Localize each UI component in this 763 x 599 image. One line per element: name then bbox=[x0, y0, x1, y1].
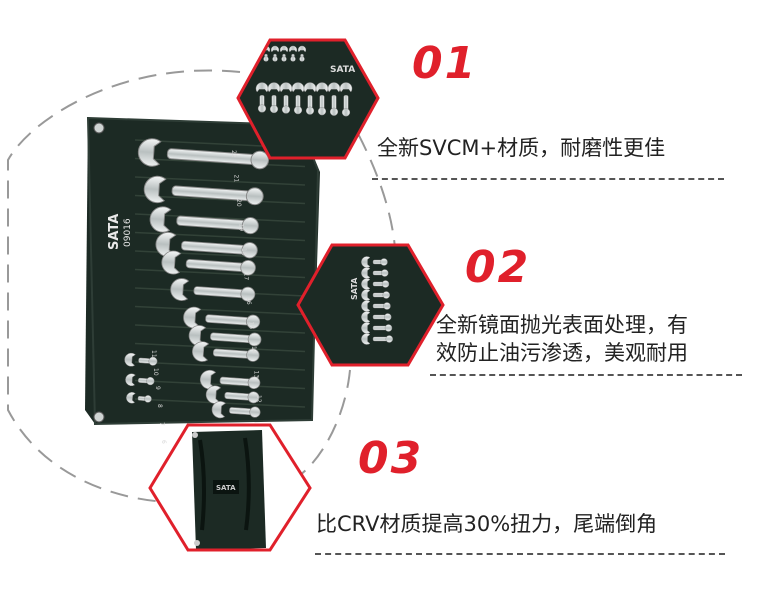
pocket-size-label: 10 bbox=[152, 368, 159, 376]
wrench bbox=[280, 45, 288, 62]
wrench bbox=[125, 373, 155, 386]
wrench bbox=[161, 250, 256, 276]
hex3-logo: SATA bbox=[216, 484, 236, 492]
divider-03 bbox=[315, 553, 725, 555]
wrench bbox=[315, 82, 329, 116]
wrench bbox=[192, 341, 260, 362]
wrench bbox=[211, 401, 261, 419]
wrench bbox=[188, 325, 262, 347]
wrench-roll-pouch: SATA 09016 22 21 20 19 18 17 16 15 14 13 12 11 10 9 8 7… bbox=[85, 116, 320, 444]
pocket-size-label: 20 bbox=[235, 199, 242, 207]
wrench bbox=[155, 231, 258, 259]
pocket-size-label: 21 bbox=[233, 175, 240, 183]
wrench bbox=[279, 82, 293, 114]
wrench bbox=[124, 352, 158, 367]
feature-text-02-line1: 全新镜面抛光表面处理，有 bbox=[436, 313, 688, 337]
pocket-size-label: 18 bbox=[240, 248, 247, 256]
hex2-logo: SATA bbox=[350, 277, 359, 300]
pocket-size-label: 22 bbox=[230, 150, 237, 158]
wrench bbox=[361, 322, 393, 334]
feature-text-03: 比CRV材质提高30%扭力，尾端倒角 bbox=[316, 512, 658, 536]
wrench bbox=[289, 45, 297, 62]
dashed-circle-outline bbox=[7, 69, 241, 504]
pocket-size-label: 11 bbox=[150, 350, 157, 358]
wrench bbox=[143, 175, 264, 206]
feature-number-01: 01 bbox=[412, 38, 478, 89]
pocket-size-label: 13 bbox=[253, 371, 260, 379]
pocket-size-label: 17 bbox=[243, 273, 250, 281]
wrench bbox=[361, 278, 390, 290]
hexagon-closeup-03: SATA bbox=[148, 423, 312, 552]
wrench-set bbox=[124, 138, 270, 419]
wrench bbox=[271, 45, 279, 62]
wrench bbox=[255, 82, 269, 113]
wrench bbox=[137, 138, 270, 170]
hexagon-closeup-01: SATA bbox=[236, 38, 380, 160]
wrench bbox=[361, 333, 393, 345]
pocket-size-labels: 22 21 20 19 18 17 16 15 14 13 12 11 10 9 8 7 6 bbox=[150, 150, 262, 444]
pocket-size-label: 14 bbox=[250, 346, 257, 354]
wrench bbox=[149, 206, 259, 235]
brand-logo: SATA bbox=[107, 214, 122, 250]
wrench bbox=[361, 300, 391, 312]
pocket-size-label: 6 bbox=[160, 440, 167, 444]
wrench bbox=[205, 385, 260, 404]
pocket-size-label: 19 bbox=[238, 224, 245, 232]
pocket-size-label: 7 bbox=[158, 422, 165, 426]
divider-02 bbox=[430, 374, 742, 376]
wrench bbox=[303, 82, 317, 115]
feature-text-01: 全新SVCM+材质，耐磨性更佳 bbox=[377, 136, 666, 160]
dashed-circle-arc-right bbox=[344, 109, 397, 281]
wrench bbox=[170, 278, 256, 302]
feature-number-02: 02 bbox=[465, 242, 531, 293]
pocket-size-label: 9 bbox=[154, 386, 161, 390]
feature-number-03: 03 bbox=[358, 433, 424, 484]
wrench bbox=[361, 289, 390, 301]
wrench bbox=[339, 82, 353, 117]
pocket-size-label: 15 bbox=[248, 322, 255, 330]
wrench bbox=[327, 82, 341, 116]
wrench bbox=[183, 306, 261, 329]
dashed-circle-arc-lower bbox=[299, 369, 351, 476]
wrench bbox=[298, 45, 306, 62]
hexagon-closeup-02: SATA bbox=[296, 243, 445, 367]
grommet-bottom-left bbox=[93, 411, 105, 423]
wrench bbox=[361, 311, 392, 323]
pocket-size-label: 8 bbox=[156, 404, 163, 408]
wrench bbox=[291, 82, 305, 115]
hex1-logo: SATA bbox=[330, 65, 355, 75]
wrench bbox=[126, 392, 152, 404]
model-code: 09016 bbox=[123, 218, 133, 247]
pocket-size-label: 16 bbox=[245, 297, 252, 305]
pocket-size-label: 12 bbox=[255, 395, 262, 403]
divider-01 bbox=[372, 178, 724, 180]
wrench bbox=[361, 267, 389, 279]
grommet-top-left bbox=[93, 122, 105, 134]
feature-text-02-line2: 效防止油污渗透，美观耐用 bbox=[436, 341, 688, 365]
wrench bbox=[361, 256, 388, 268]
